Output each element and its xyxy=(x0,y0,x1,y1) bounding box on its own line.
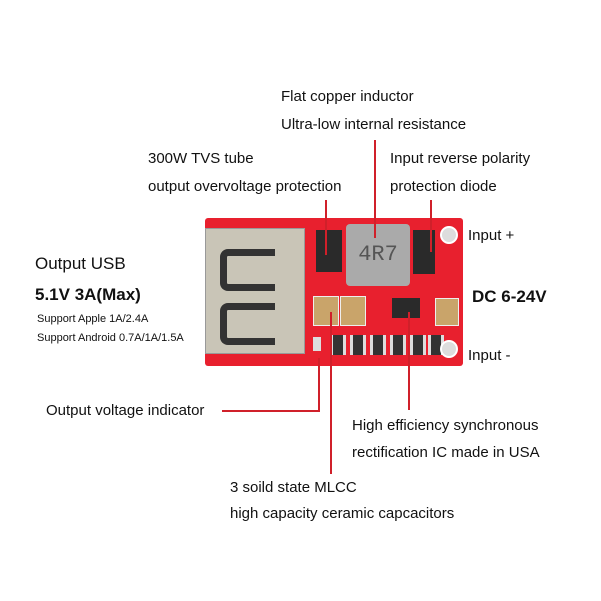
input-plus-pad xyxy=(440,226,458,244)
leader-line xyxy=(430,200,432,252)
leader-line xyxy=(318,358,320,412)
ic-label: High efficiency synchronous xyxy=(352,417,539,434)
mlcc-label: high capacity ceramic capcacitors xyxy=(230,505,455,522)
resistor xyxy=(390,335,406,355)
leader-line xyxy=(222,410,320,412)
capacitor xyxy=(435,298,459,326)
resistor xyxy=(350,335,366,355)
output-usb-label: Output USB xyxy=(35,254,126,273)
apple-support-label: Support Apple 1A/2.4A xyxy=(37,313,149,325)
diode-label: protection diode xyxy=(390,178,497,195)
android-support-label: Support Android 0.7A/1A/1.5A xyxy=(37,332,184,344)
leader-line xyxy=(330,312,332,474)
resistor xyxy=(330,335,346,355)
led xyxy=(313,337,321,351)
dc-range-label: DC 6-24V xyxy=(472,287,547,306)
resistor xyxy=(370,335,386,355)
resistor xyxy=(410,335,426,355)
tvs-label: output overvoltage protection xyxy=(148,178,342,195)
mlcc-label: 3 soild state MLCC xyxy=(230,479,357,496)
tvs-label: 300W TVS tube xyxy=(148,150,254,167)
capacitor xyxy=(313,296,339,326)
inductor-label: Flat copper inductor xyxy=(281,88,414,105)
input-minus-pad xyxy=(440,340,458,358)
diode-label: Input reverse polarity xyxy=(390,150,531,167)
usb-slot xyxy=(220,249,275,291)
indicator-label: Output voltage indicator xyxy=(46,402,205,419)
input-plus-label: Input + xyxy=(468,227,515,244)
leader-line xyxy=(408,312,410,410)
tvs-diode xyxy=(316,230,342,272)
leader-line xyxy=(374,140,376,238)
input-minus-label: Input - xyxy=(468,347,511,364)
output-rating-label: 5.1V 3A(Max) xyxy=(35,285,141,304)
inductor-label: Ultra-low internal resistance xyxy=(281,116,467,133)
usb-port xyxy=(205,228,305,354)
capacitor xyxy=(340,296,366,326)
usb-slot xyxy=(220,303,275,345)
reverse-diode xyxy=(413,230,435,274)
leader-line xyxy=(325,200,327,255)
inductor: 4R7 xyxy=(346,224,410,286)
ic-chip xyxy=(392,298,420,318)
ic-label: rectification IC made in USA xyxy=(352,444,540,461)
